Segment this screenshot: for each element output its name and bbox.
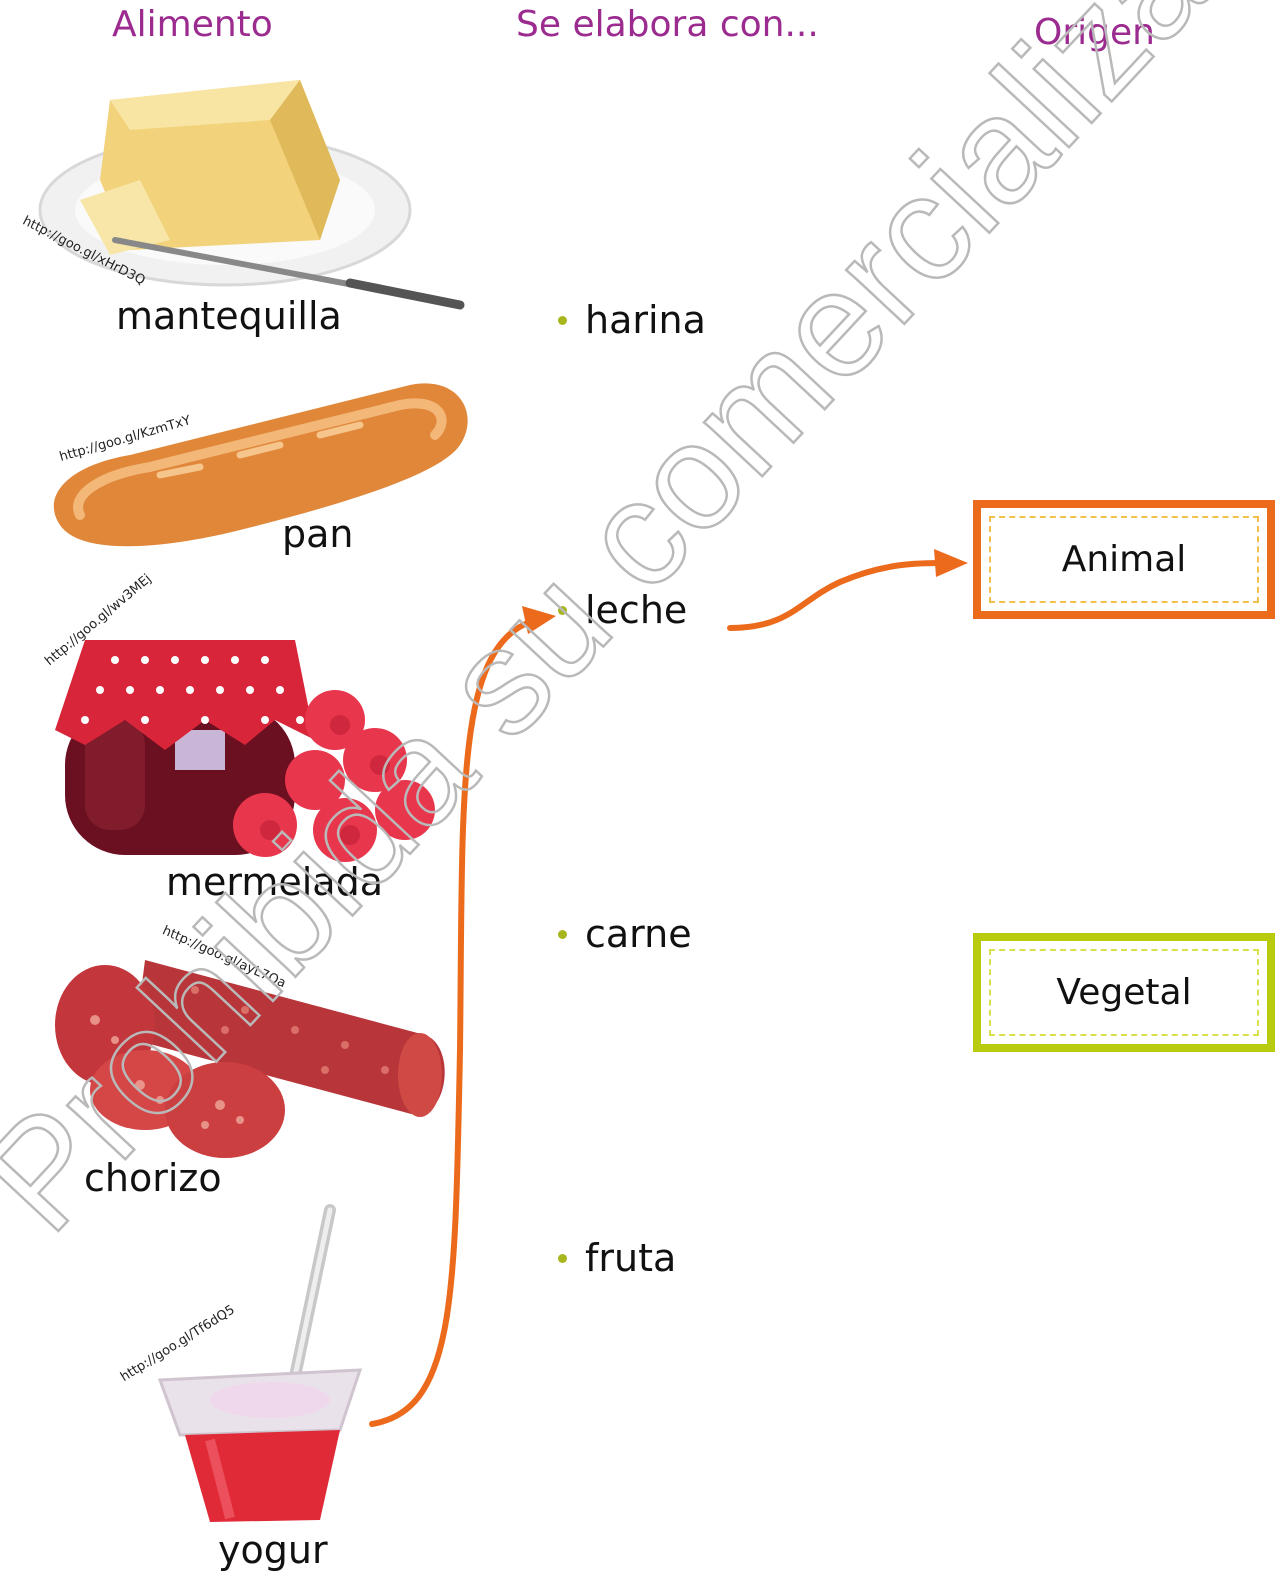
arrow-leche-to-animal: [730, 563, 940, 628]
arrowhead-animal-icon: [934, 549, 968, 577]
arrowhead-leche-icon: [522, 606, 556, 634]
arrow-yogur-to-leche: [372, 622, 530, 1424]
